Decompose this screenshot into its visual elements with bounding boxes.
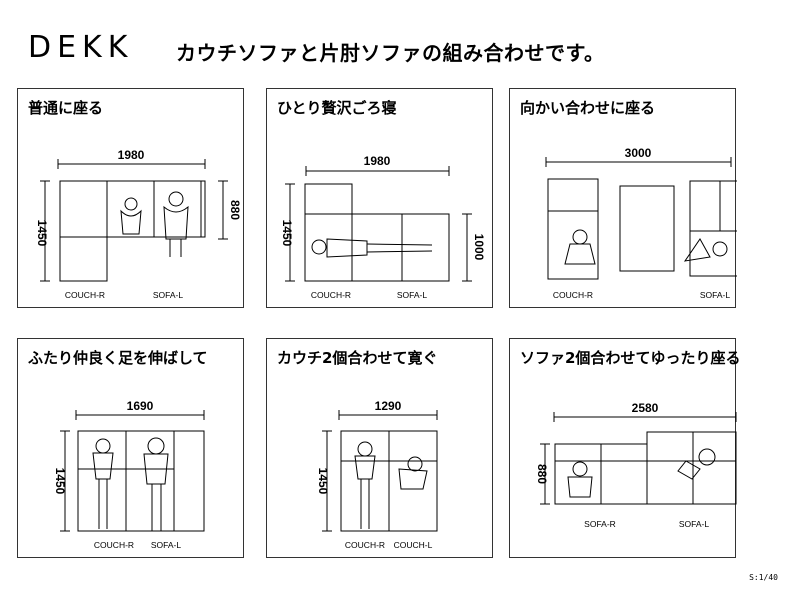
- dimension-label-width: 1290: [375, 399, 402, 413]
- panel-title: ひとり贅沢ごろ寝: [277, 99, 397, 117]
- layout-panel-legs-stretched: ふたり仲良く足を伸ばして 1690 1450 COUCH-R SOFA-L: [17, 338, 244, 558]
- layout-panel-solo-lounge: ひとり贅沢ごろ寝 1980 1450 1000 COUCH-R SOFA-L: [266, 88, 493, 308]
- model-label-right: SOFA-L: [151, 540, 182, 550]
- layout-diagram: 2580 880 1000 SOFA-R SOFA-L: [535, 401, 737, 529]
- couch-r-shape: [59, 180, 108, 282]
- dimension-label-width: 1690: [127, 399, 154, 413]
- panel-title: ふたり仲良く足を伸ばして: [28, 349, 208, 367]
- model-label-left: COUCH-R: [553, 290, 593, 300]
- person-figure: [124, 197, 138, 211]
- couch-r-shape: [340, 430, 390, 532]
- layout-diagram: 3000 COUCH-R SOFA-L: [545, 146, 737, 300]
- layout-panel-double-couch: カウチ2個合わせて寛ぐ 1290 1450 COUCH-R COUCH-L: [266, 338, 493, 558]
- person-figure: [168, 191, 184, 207]
- sofa-l-shape: [689, 180, 737, 277]
- model-label-right: SOFA-L: [679, 519, 710, 529]
- person-figure: [357, 441, 373, 457]
- model-label-left: SOFA-R: [584, 519, 616, 529]
- page-number: S:1/40: [749, 573, 778, 582]
- model-label-right: COUCH-L: [394, 540, 433, 550]
- sofa-l-shape: [153, 180, 202, 238]
- panel-title: ソファ2個合わせてゆったり座る: [520, 349, 741, 367]
- panel-title: 普通に座る: [28, 99, 104, 117]
- dimension-label-width: 1980: [364, 154, 391, 168]
- dimension-label-height: 880: [228, 200, 242, 220]
- layout-panel-double-sofa: ソファ2個合わせてゆったり座る 2580 880 1000 SOFA-R SOF…: [509, 338, 740, 558]
- model-label-right: SOFA-L: [397, 290, 428, 300]
- dimension-label-depth: 1450: [280, 220, 294, 247]
- coffee-table-shape: [619, 185, 675, 272]
- dimension-label-width: 2580: [632, 401, 659, 415]
- layout-diagram: 1980 1450 1000 COUCH-R SOFA-L: [280, 154, 486, 300]
- sofa-l-shape: [125, 430, 175, 532]
- layout-panel-normal-sitting: 普通に座る 1980 1450 880: [17, 88, 244, 308]
- person-figure: [572, 461, 588, 477]
- person-figure: [407, 456, 423, 472]
- person-figure: [95, 438, 111, 454]
- person-figure: [572, 229, 588, 245]
- dimension-label-depth: 880: [535, 464, 549, 484]
- layout-panel-facing-seats: 向かい合わせに座る 3000 COUCH-R SOFA-L: [509, 88, 737, 308]
- layout-diagram: 1690 1450 COUCH-R SOFA-L: [53, 399, 205, 550]
- sofa-l-shape: [401, 213, 450, 282]
- person-figure: [698, 448, 716, 466]
- panel-title: カウチ2個合わせて寛ぐ: [277, 349, 438, 367]
- layout-diagram: 1980 1450 880 COUCH-R SOFA-L: [35, 148, 242, 300]
- couch-l-shape: [388, 430, 438, 532]
- sofa-middle-shape: [106, 180, 155, 238]
- person-figure: [712, 241, 728, 257]
- model-label-left: COUCH-R: [345, 540, 385, 550]
- model-label-right: SOFA-L: [153, 290, 184, 300]
- couch-r-shape: [547, 178, 599, 280]
- sofa-r-shape: [554, 443, 602, 505]
- dimension-label-height: 1000: [472, 234, 486, 261]
- dimension-label-depth: 1450: [316, 468, 330, 495]
- dimension-label-depth: 1450: [53, 468, 67, 495]
- panel-title: 向かい合わせに座る: [520, 99, 656, 117]
- couch-r-shape: [77, 430, 127, 532]
- couch-r-shape: [304, 183, 353, 282]
- model-label-left: COUCH-R: [65, 290, 105, 300]
- brand-logo: DEKK: [28, 30, 134, 65]
- model-label-left: COUCH-R: [94, 540, 134, 550]
- dimension-label-width: 1980: [118, 148, 145, 162]
- sofa-middle-shape: [351, 213, 403, 282]
- page-headline: カウチソファと片肘ソファの組み合わせです。: [176, 41, 605, 65]
- layout-diagram: 1290 1450 COUCH-R COUCH-L: [316, 399, 438, 550]
- person-figure: [311, 239, 327, 255]
- dimension-label-depth: 1450: [35, 220, 49, 247]
- dimension-label-width: 3000: [625, 146, 652, 160]
- sofa-l-shape: [646, 431, 694, 505]
- model-label-left: COUCH-R: [311, 290, 351, 300]
- model-label-right: SOFA-L: [700, 290, 731, 300]
- person-figure: [147, 437, 165, 455]
